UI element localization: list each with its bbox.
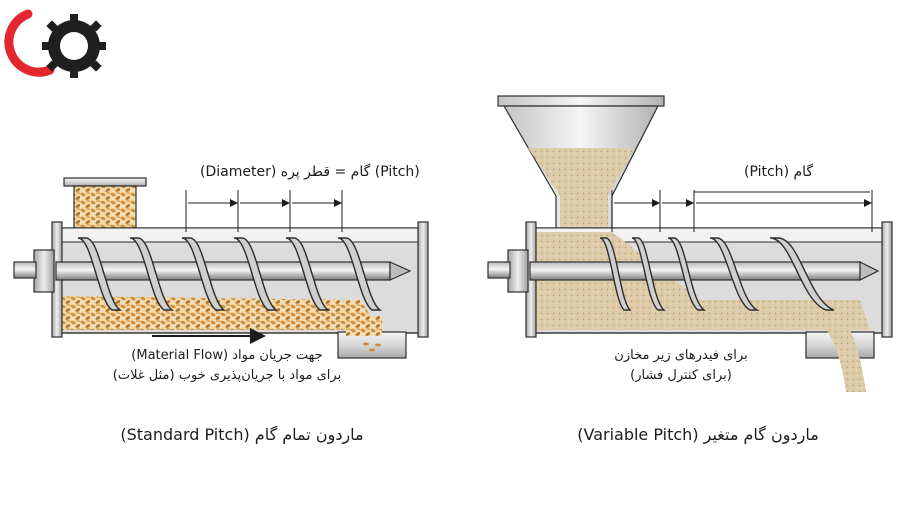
logo-gear-icon [42, 14, 106, 78]
hopper-feeder-note: برای فیدرهای زیر مخازن [614, 348, 748, 363]
right-drive-bearing [507, 249, 529, 293]
right-pitch-label: گام (Pitch) [740, 164, 818, 180]
logo-red-ring-icon [4, 9, 55, 77]
right-screw-flights [599, 237, 835, 311]
brand-logo [4, 9, 106, 78]
pressure-control-note: (برای کنترل فشار) [630, 368, 732, 383]
left-outlet-spout [337, 316, 407, 359]
right-hopper [497, 95, 665, 231]
left-caption: ماردون تمام گام (Standard Pitch) [120, 425, 364, 444]
left-drive-bearing [33, 249, 55, 293]
standard-pitch-conveyor [13, 177, 429, 359]
right-caption: ماردون گام متغیر (Variable Pitch) [577, 425, 819, 444]
right-outlet-spout [805, 312, 875, 392]
material-flow-label: جهت جریان مواد (Material Flow) [131, 348, 323, 363]
material-flow-note: برای مواد با جریان‌پذیری خوب (مثل غلات) [112, 368, 342, 383]
right-pitch-dimension [611, 190, 873, 232]
left-screw-flights [77, 237, 383, 311]
left-screw-shaft [55, 261, 391, 281]
right-screw-shaft [529, 261, 861, 281]
left-pitch-dimension [185, 190, 343, 232]
left-inlet-chute [63, 177, 147, 233]
left-pitch-label: (Pitch) گام = قطر پره (Diameter) [196, 164, 424, 180]
variable-pitch-conveyor [487, 95, 893, 392]
left-grain-bed [62, 296, 380, 330]
right-powder-bed [536, 232, 870, 330]
